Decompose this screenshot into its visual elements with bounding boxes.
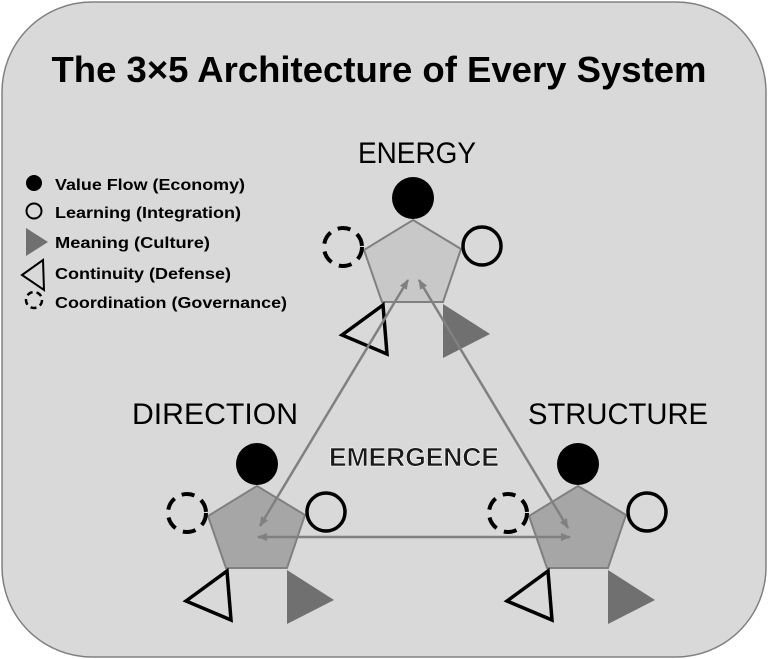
center-label-emergence: EMERGENCE <box>329 442 499 472</box>
filled-circle-icon <box>26 175 42 191</box>
legend-label: Value Flow (Economy) <box>55 177 245 194</box>
arrow-structure-energy <box>417 279 570 529</box>
arrow-direction-energy <box>258 279 410 527</box>
legend-label: Learning (Integration) <box>55 205 241 222</box>
legend-label: Coordination (Governance) <box>55 295 287 312</box>
filled-triangle-icon <box>26 228 48 256</box>
node-label-energy: ENERGY <box>358 137 476 170</box>
legend-label: Continuity (Defense) <box>55 266 231 283</box>
legend: Value Flow (Economy) Learning (Integrati… <box>20 175 287 312</box>
node-label-structure: STRUCTURE <box>528 398 708 431</box>
open-circle-icon <box>25 202 43 220</box>
dashed-circle-icon <box>24 290 44 310</box>
arrows <box>257 279 571 541</box>
legend-label: Meaning (Culture) <box>55 235 210 252</box>
page-title: The 3×5 Architecture of Every System <box>52 49 707 90</box>
open-triangle-icon <box>20 258 46 292</box>
node-label-direction: DIRECTION <box>132 398 298 431</box>
